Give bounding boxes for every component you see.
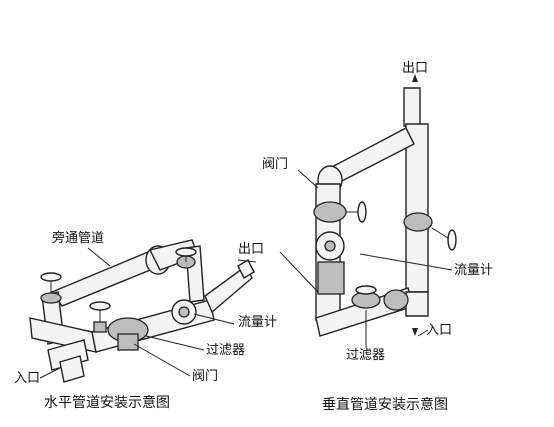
outlet-arrow-icon	[412, 74, 418, 82]
leader-bypass	[87, 247, 111, 267]
leader-h-valve	[133, 343, 191, 377]
label-v-outlet: 出口	[402, 61, 429, 76]
label-h-inlet: 入口	[14, 371, 41, 386]
leader-v-outlet	[279, 251, 319, 293]
label-bypass-pipe: 旁通管道	[52, 231, 105, 246]
caption-horizontal: 水平管道安装示意图	[44, 395, 170, 411]
v-filter-left	[317, 261, 345, 295]
label-h-flowmeter: 流量计	[238, 315, 278, 330]
top-handwheel-icon	[175, 247, 197, 257]
label-h-filter: 过滤器	[206, 343, 246, 358]
outlet-end	[237, 259, 255, 279]
v-left-handwheel-icon	[357, 201, 367, 223]
label-v-valve: 阀门	[262, 157, 289, 172]
v-right-valve-body	[403, 212, 433, 232]
leader-h-outlet	[237, 259, 257, 263]
v-right-handwheel-icon	[447, 229, 457, 251]
filter-housing	[117, 333, 139, 351]
leader-v-flowmeter	[359, 253, 453, 271]
outlet-tube	[403, 87, 421, 127]
label-v-inlet: 入口	[426, 323, 453, 338]
bypass-pipe	[50, 251, 162, 307]
label-h-valve: 阀门	[192, 369, 219, 384]
middle-handwheel-icon	[89, 301, 111, 311]
caption-vertical: 垂直管道安装示意图	[322, 397, 448, 413]
v-left-valve-body	[313, 201, 347, 223]
label-v-filter: 过滤器	[346, 348, 386, 363]
inlet-flange	[59, 355, 85, 383]
leader-h-inlet	[39, 367, 61, 379]
left-bypass-valve-body	[40, 292, 62, 304]
inlet-arrow-icon	[412, 328, 418, 336]
main-riser	[405, 123, 429, 293]
outlet-pipe	[204, 264, 253, 314]
vertical-installation	[313, 87, 457, 337]
v-bottom-filter	[383, 289, 409, 311]
label-v-flowmeter: 流量计	[454, 263, 494, 278]
left-handwheel-icon	[40, 272, 62, 282]
inlet-stub	[405, 291, 429, 317]
top-cross-pipe	[329, 127, 415, 185]
horizontal-installation	[29, 239, 255, 383]
leader-v-inlet	[417, 329, 429, 337]
leader-v-valve	[297, 169, 319, 189]
leader-h-flowmeter	[193, 313, 235, 325]
v-bottom-handwheel-icon	[355, 285, 377, 295]
leader-h-filter	[145, 335, 205, 351]
label-h-outlet: 出口	[238, 242, 265, 257]
